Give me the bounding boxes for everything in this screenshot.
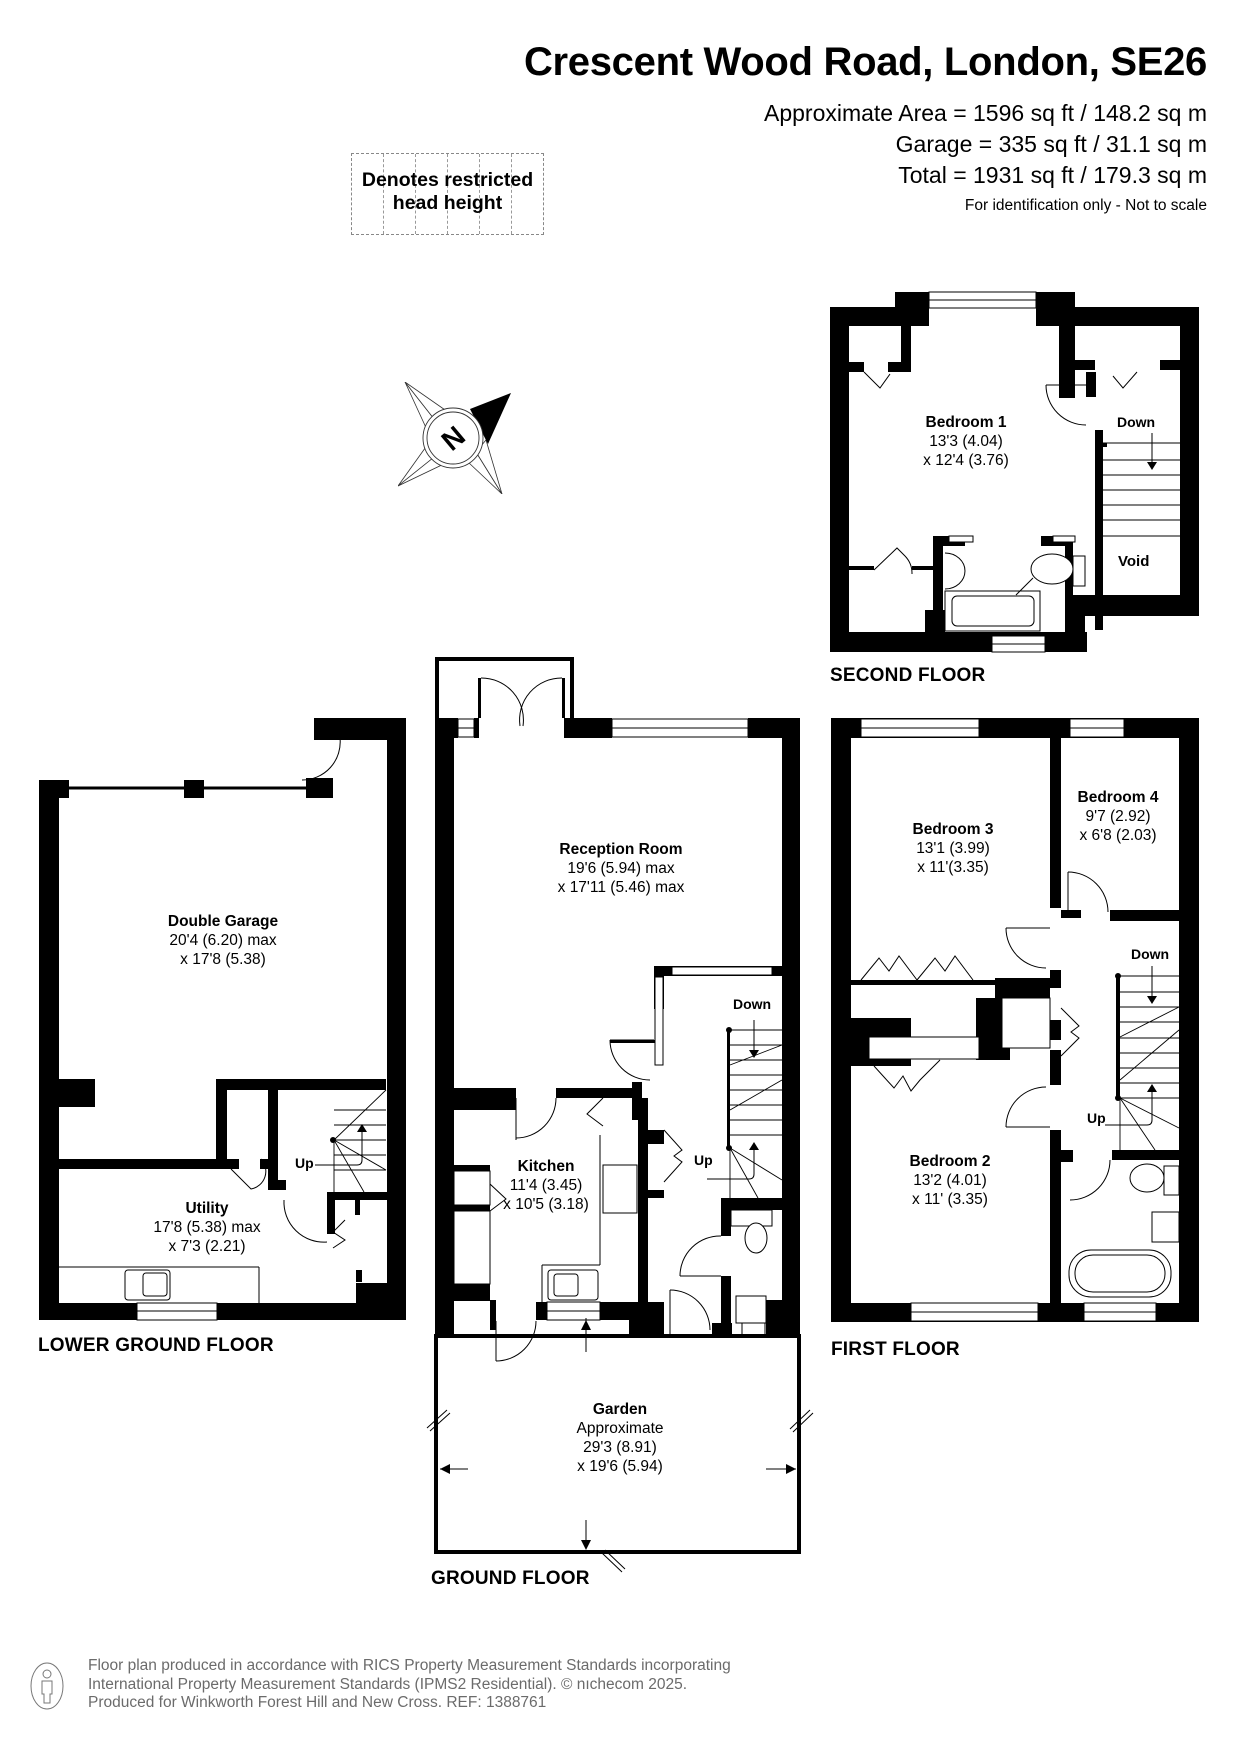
- area-summary: Approximate Area = 1596 sq ft / 148.2 sq…: [764, 98, 1207, 191]
- floor-name-second: SECOND FLOOR: [830, 665, 986, 686]
- approximate-area: Approximate Area = 1596 sq ft / 148.2 sq…: [763, 100, 1207, 126]
- stairs-up-label: Up: [295, 1155, 314, 1171]
- void-label: Void: [1118, 553, 1150, 570]
- room-bedroom-1: Bedroom 1 13'3 (4.04) x 12'4 (3.76): [923, 414, 1009, 469]
- north-compass-icon: N: [398, 382, 511, 494]
- room-reception: Reception Room 19'6 (5.94) max x 17'11 (…: [557, 841, 685, 896]
- ipms-person-icon: [30, 1662, 64, 1710]
- room-garden: Garden Approximate 29'3 (8.91) x 19'6 (5…: [576, 1401, 664, 1475]
- footer-notes: Floor plan produced in accordance with R…: [88, 1657, 731, 1713]
- room-double-garage: Double Garage 20'4 (6.20) max x 17'8 (5.…: [167, 913, 279, 968]
- dashed-hatch: [352, 154, 543, 234]
- stairs-down-label: Down: [1117, 414, 1156, 430]
- floor-name-first: FIRST FLOOR: [831, 1339, 960, 1360]
- floor-name-ground: GROUND FLOOR: [431, 1568, 590, 1589]
- footer-line-1: Floor plan produced in accordance with R…: [88, 1657, 731, 1674]
- scale-disclaimer: For identification only - Not to scale: [964, 197, 1207, 214]
- restricted-head-height-legend: Denotes restricted head height: [351, 153, 544, 235]
- property-title: Crescent Wood Road, London, SE26: [523, 40, 1207, 84]
- footer-line-3: Produced for Winkworth Forest Hill and N…: [88, 1694, 547, 1711]
- room-bedroom-2: Bedroom 2 13'2 (4.01) x 11' (3.35): [909, 1153, 991, 1208]
- room-utility: Utility 17'8 (5.38) max x 7'3 (2.21): [153, 1200, 261, 1255]
- legend-text: Denotes restricted head height: [361, 169, 534, 214]
- stairs-down-label: Down: [733, 996, 772, 1012]
- room-bedroom-3: Bedroom 3 13'1 (3.99) x 11'(3.35): [912, 821, 994, 876]
- footer-line-2: International Property Measurement Stand…: [88, 1675, 687, 1693]
- total-area: Total = 1931 sq ft / 179.3 sq m: [898, 162, 1207, 188]
- stairs-down-label: Down: [1131, 946, 1170, 962]
- stairs-up-label: Up: [1087, 1110, 1106, 1126]
- floor-name-lower-ground: LOWER GROUND FLOOR: [38, 1335, 274, 1356]
- room-bedroom-4: Bedroom 4 9'7 (2.92) x 6'8 (2.03): [1077, 789, 1159, 844]
- room-kitchen: Kitchen 11'4 (3.45) x 10'5 (3.18): [503, 1158, 589, 1213]
- garage-area: Garage = 335 sq ft / 31.1 sq m: [895, 131, 1207, 157]
- stairs-up-label: Up: [694, 1152, 713, 1168]
